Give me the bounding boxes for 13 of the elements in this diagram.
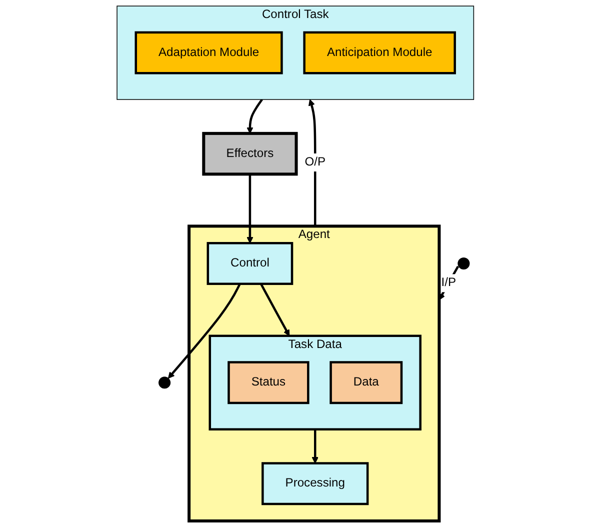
- arrow: [260, 283, 290, 336]
- process-box: Data: [329, 361, 402, 404]
- process-box: Anticipation Module: [302, 31, 456, 74]
- arrow: [246, 98, 263, 134]
- process-box: Control: [206, 242, 293, 285]
- process-box: Adaptation Module: [134, 31, 282, 74]
- arrow: [168, 283, 241, 379]
- process-box: Status: [227, 361, 309, 404]
- process-box: Processing: [261, 462, 368, 506]
- arrow: [246, 174, 253, 244]
- arrow: [311, 429, 318, 464]
- arrow: [308, 99, 316, 226]
- process-box: Effectors: [202, 132, 298, 176]
